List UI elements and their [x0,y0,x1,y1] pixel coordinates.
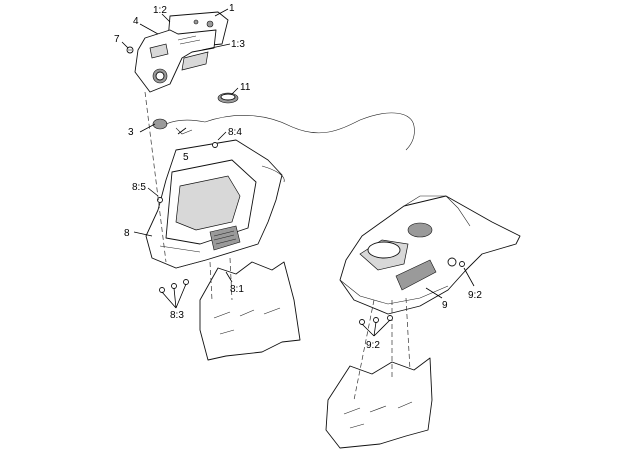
callout-9: 9 [442,300,448,311]
callout-8-3: 8:3 [170,310,184,321]
callout-5: 5 [183,152,189,163]
fasteners-8-3 [159,279,189,293]
callout-9-2-right: 9:2 [468,290,482,301]
fasteners-9-2 [359,261,465,325]
callout-8-5: 8:5 [132,182,146,193]
alignment-lines [144,91,411,401]
callout-3: 3 [128,127,134,138]
console-part-9 [339,195,521,315]
gasket-right [325,357,433,449]
grommet-11 [217,92,239,104]
screw-7 [126,46,134,54]
housing-part-8 [145,139,285,269]
callout-1-3: 1:3 [231,39,245,50]
callout-8-1: 8:1 [230,284,244,295]
callout-9-2-left: 9:2 [366,340,380,351]
callout-8: 8 [124,228,130,239]
callout-1: 1 [229,3,235,14]
callout-1-2: 1:2 [153,5,167,16]
dash-panel-part [134,11,229,93]
callout-4: 4 [133,16,139,27]
leader-lines [121,8,475,337]
callout-11: 11 [240,82,251,93]
callout-labels: 1 1:2 4 7 1:3 11 3 8:4 5 8:5 8 8:1 8:3 9… [114,3,482,351]
callout-8-4b: 8:4 [228,127,242,138]
callout-7: 7 [114,34,120,45]
gasket-left [199,261,301,361]
cable-3 [152,112,415,151]
